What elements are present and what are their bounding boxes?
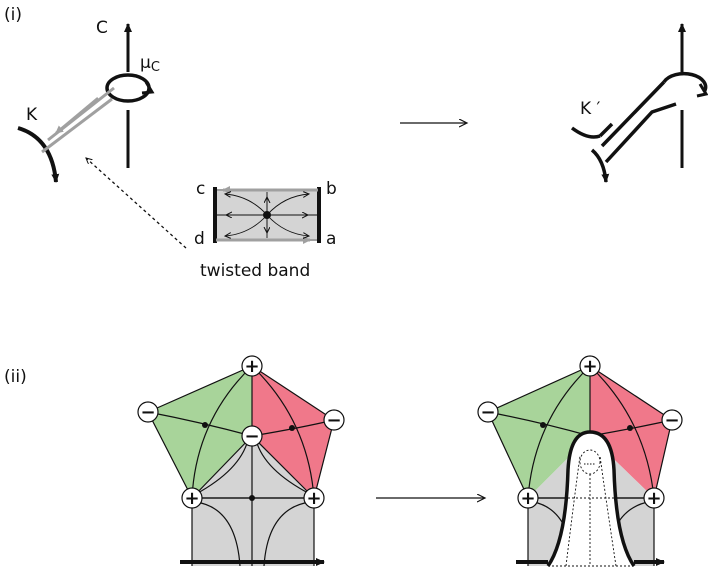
svg-text:+: +: [582, 356, 597, 377]
knot-k-prime-label: K ′: [580, 99, 601, 119]
svg-text:−: −: [244, 426, 259, 447]
meridian-loop: [105, 73, 155, 103]
knot-k-prime: [570, 71, 708, 183]
sign-circle: −: [323, 409, 345, 431]
sign-circle: +: [241, 355, 263, 377]
sign-circle: +: [643, 487, 665, 509]
knot-k-label: K: [26, 105, 38, 125]
twisted-band: [213, 186, 321, 244]
svg-text:+: +: [244, 356, 259, 377]
band-label-a: a: [326, 229, 336, 249]
panel-label-ii: (ii): [4, 367, 27, 387]
sign-circle: −: [477, 401, 499, 423]
pentagon-left: [147, 365, 335, 567]
svg-text:−: −: [664, 410, 679, 431]
band-label-d: d: [194, 229, 205, 249]
knot-k: [17, 126, 60, 183]
sign-circle: −: [137, 401, 159, 423]
mu-c-label: μC: [140, 53, 160, 75]
svg-text:−: −: [480, 402, 495, 423]
band-strip: [41, 86, 115, 154]
sign-circle: −: [661, 409, 683, 431]
sign-circle: +: [579, 355, 601, 377]
sign-circle: +: [517, 487, 539, 509]
band-label-b: b: [326, 179, 337, 199]
dashed-pointer: [86, 158, 187, 249]
sign-circle: −: [241, 425, 263, 447]
svg-text:+: +: [184, 488, 199, 509]
svg-text:−: −: [326, 410, 341, 431]
svg-text:+: +: [520, 488, 535, 509]
band-label-c: c: [196, 179, 205, 199]
svg-text:+: +: [646, 488, 661, 509]
sign-circle: +: [181, 487, 203, 509]
svg-text:−: −: [140, 402, 155, 423]
pentagon-right: [487, 365, 673, 567]
band-caption: twisted band: [200, 261, 310, 281]
svg-text:+: +: [306, 488, 321, 509]
sign-circle: +: [303, 487, 325, 509]
c-axis-label: C: [96, 18, 108, 38]
panel-label-i: (i): [4, 5, 22, 25]
